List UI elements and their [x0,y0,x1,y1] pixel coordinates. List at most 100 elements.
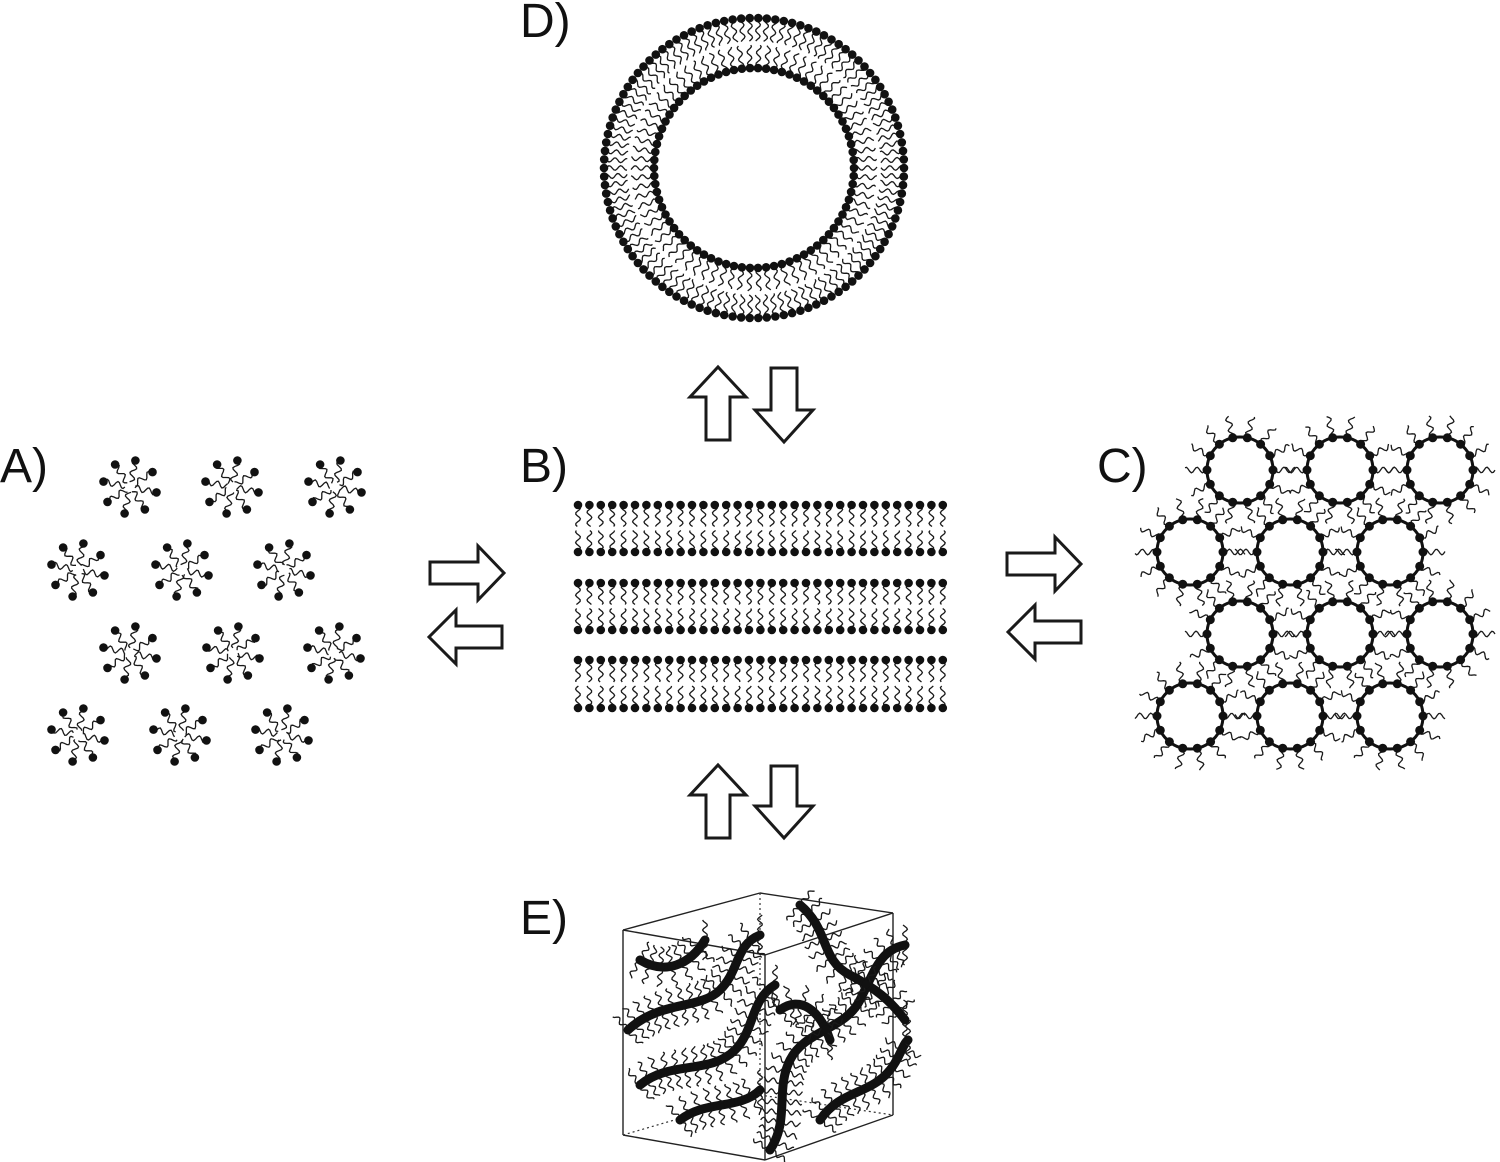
cylinder-tail [1389,648,1411,658]
cubic-head [756,994,765,1004]
vesicle-outer-head [603,197,613,207]
vesicle-inner-head [680,91,689,101]
bilayer-head [767,625,777,635]
cubic-head [870,965,880,974]
cubic-head [828,955,837,964]
vesicle-outer-tail [707,24,716,48]
cubic-head [672,1065,681,1074]
cube-edge [622,1134,766,1161]
bilayer-head [904,547,913,557]
bilayer-head [767,655,777,665]
vesicle-outer-tail [817,39,833,59]
vesicle-outer-head [827,292,836,301]
arrow-up-e-to-b [686,762,750,840]
micelle-head [58,543,68,552]
bilayer-head [813,500,822,510]
bilayer-head [676,547,685,557]
micelle-head [274,592,283,601]
cylinder-head [1292,579,1302,589]
micelle-head [255,654,264,663]
bilayer [573,655,948,713]
cylinder-head [1465,615,1475,625]
cubic-head [870,985,880,995]
cylinder-head [1265,643,1275,653]
arrow-left-c-to-b [1005,601,1083,663]
micelle-head [99,477,108,486]
bilayer-head [573,625,583,635]
bilayer-head [938,655,948,665]
cubic-head [631,1019,640,1028]
cubic-head [662,1067,671,1076]
panel-label-a: A) [0,440,48,493]
cylinder-head [1405,643,1415,653]
cylinder-head [1328,433,1338,443]
cylinder-head [1392,743,1402,753]
micelle-head [47,725,56,734]
arrow-right-b-to-c [1005,533,1084,595]
arrow-down-d-to-b [751,366,817,445]
vesicle-inner-tail [796,56,807,79]
bilayer-head [892,500,902,510]
vesicle-inner-tail [853,155,878,163]
vesicle-inner-head [799,250,809,259]
cylinder-head [1215,697,1225,707]
cubic-head [876,956,885,966]
inverse-micelle-cylinder [1334,661,1446,771]
cubic-head [861,979,871,989]
bilayer-head [733,625,742,635]
micelle-tail [171,740,183,762]
bilayer-head [881,500,891,510]
micelle-tail [311,489,332,502]
micelle-head [253,560,262,569]
cubic-head [702,1060,711,1069]
cubic-head [658,1006,667,1015]
vesicle-inner-tail [746,44,753,69]
panel-c-inverse-hexagonal [1134,415,1496,771]
cubic-head [740,1031,750,1041]
cubic-head [825,1035,835,1045]
vesicle-inner-head [777,67,787,77]
micelle-head [162,543,172,552]
bilayer-head [801,547,811,557]
bilayer-head [687,655,697,665]
cylinder-head [1228,433,1238,443]
cylinder-head [1392,515,1402,525]
bilayer-head [915,547,925,557]
bilayer-head [630,500,640,510]
cylinder-head [1355,533,1365,543]
vesicle-outer-tail [856,241,876,258]
bilayer-head [721,578,731,588]
vesicle-outer-head [796,21,805,30]
cubic-head [748,1013,757,1022]
micelle-tail [333,459,342,483]
vesicle-outer-head [728,15,737,24]
bilayer-head [938,625,948,635]
cylinder-head [1405,615,1415,625]
cubic-head [737,1096,746,1105]
micelle-head [352,633,361,643]
vesicle-inner-head [846,187,856,197]
bilayer-head [619,500,628,510]
vesicle-inner-head [841,202,851,212]
bilayer-head [824,655,834,665]
cylinder-head [1342,433,1352,443]
micelle-tail [334,658,350,676]
cylinder-head [1428,497,1438,507]
cylinder-head [1256,439,1266,449]
cylinder-head [1164,573,1174,583]
cubic-head [829,1100,838,1110]
cylinder-head [1392,679,1402,689]
vesicle-inner-head [841,124,851,134]
cylinder-head [1442,433,1452,443]
bilayer-head [813,655,822,665]
cylinder-head [1278,679,1288,689]
bilayer-head [915,625,925,635]
micelle-head [242,505,252,514]
cylinder-head [1406,573,1416,583]
vesicle-inner-head [785,70,794,79]
cylinder-head [1315,697,1325,707]
cylinder-head [1442,497,1452,507]
cubic-head [796,1042,805,1051]
bilayer-head [881,578,891,588]
vesicle-outer-head [841,44,850,54]
